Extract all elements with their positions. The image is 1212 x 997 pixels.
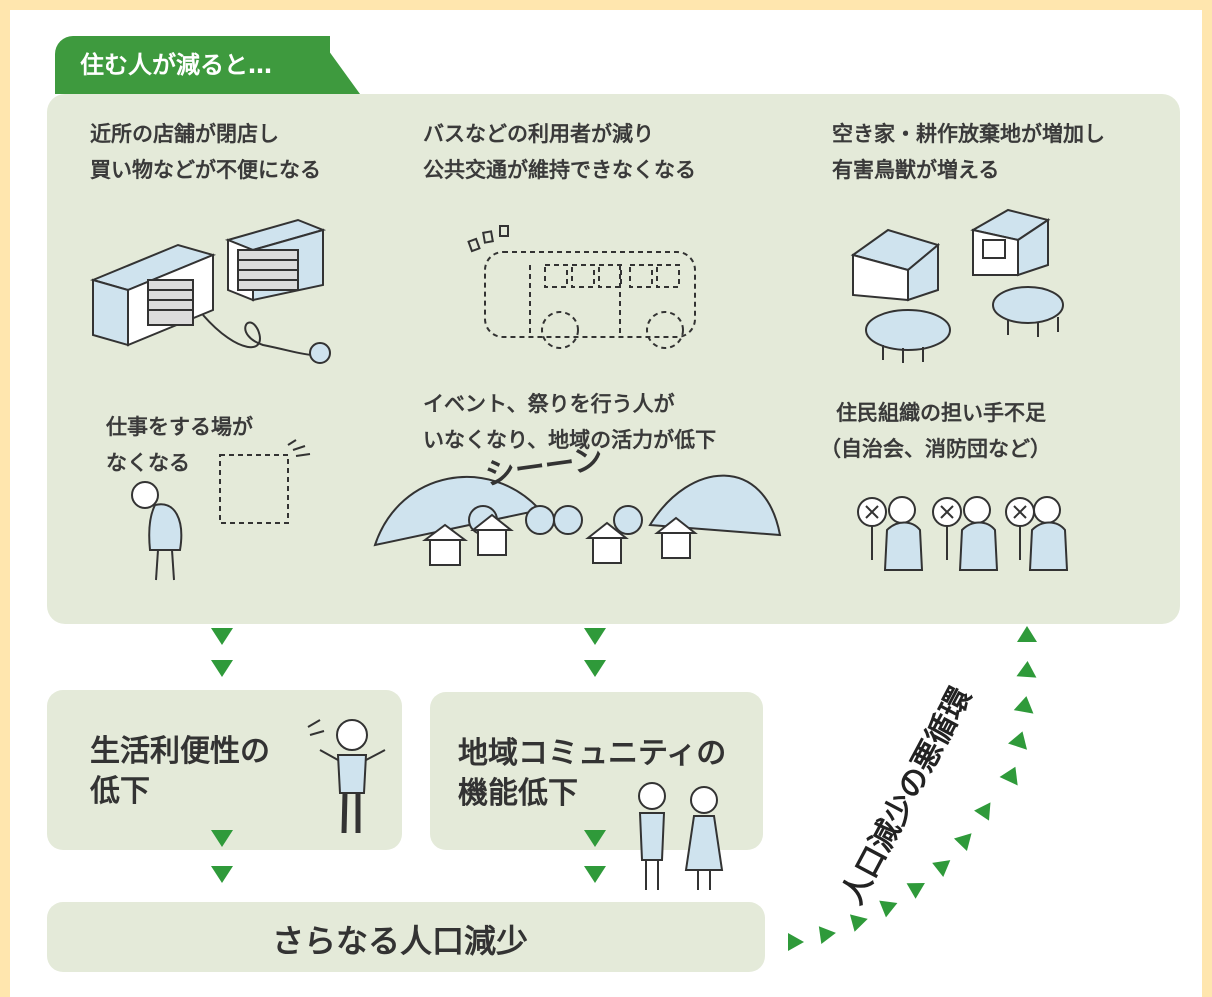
arrow-down-icon — [584, 830, 606, 847]
convenience-decline-line1: 生活利便性の — [90, 734, 270, 769]
convenience-decline-line2: 低下 — [90, 774, 150, 809]
arrow-down-icon — [584, 660, 606, 677]
cycle-arrow-icon — [1017, 626, 1037, 642]
arrow-down-icon — [584, 866, 606, 883]
header-tab-tail — [318, 36, 360, 94]
cycle-arrow-icon — [1013, 694, 1037, 714]
bus-illustration — [467, 225, 696, 349]
cycle-arrow-icon — [818, 923, 838, 945]
events-text-line1: イベント、祭りを行う人が — [423, 392, 675, 416]
village-hills-illustration — [373, 474, 782, 566]
confused-person-illustration — [307, 719, 386, 834]
arrow-down-icon — [211, 660, 233, 677]
two-people-illustration — [638, 782, 724, 890]
bus-text-line2: 公共交通が維持できなくなる — [423, 158, 696, 182]
cycle-arrow-icon — [1016, 660, 1038, 678]
shops-text-line1: 近所の店舗が閉店し — [90, 122, 279, 146]
jobs-text-line1: 仕事をする場が — [106, 415, 253, 439]
vacant-houses-boars-illustration — [850, 208, 1064, 363]
cycle-arrow-icon — [788, 933, 804, 951]
arrow-down-icon — [211, 628, 233, 645]
residents-shortage-illustration — [857, 496, 1069, 571]
residents-text-line2: （自治会、消防団など） — [820, 437, 1051, 461]
jobs-text-line2: なくなる — [106, 451, 190, 475]
community-decline-line1: 地域コミュニティの — [458, 736, 727, 771]
further-decline-label: さらなる人口減少 — [272, 922, 529, 960]
arrow-down-icon — [584, 628, 606, 645]
arrow-down-icon — [211, 830, 233, 847]
bus-text-line1: バスなどの利用者が減り — [423, 122, 654, 146]
header-tab: 住む人が減ると… — [55, 36, 330, 94]
vacant-text-line2: 有害鳥獣が増える — [832, 158, 1000, 182]
residents-text-line1: 住民組織の担い手不足 — [836, 401, 1046, 425]
further-decline-box — [47, 902, 765, 972]
closed-shops-illustration — [89, 218, 331, 364]
vacant-text-line1: 空き家・耕作放棄地が増加し — [832, 122, 1105, 146]
community-decline-line2: 機能低下 — [458, 776, 578, 811]
shops-text-line2: 買い物などが不便になる — [90, 158, 321, 182]
arrow-down-icon — [211, 866, 233, 883]
events-text-line2: いなくなり、地域の活力が低下 — [423, 428, 717, 452]
jobless-person-illustration — [131, 439, 311, 581]
